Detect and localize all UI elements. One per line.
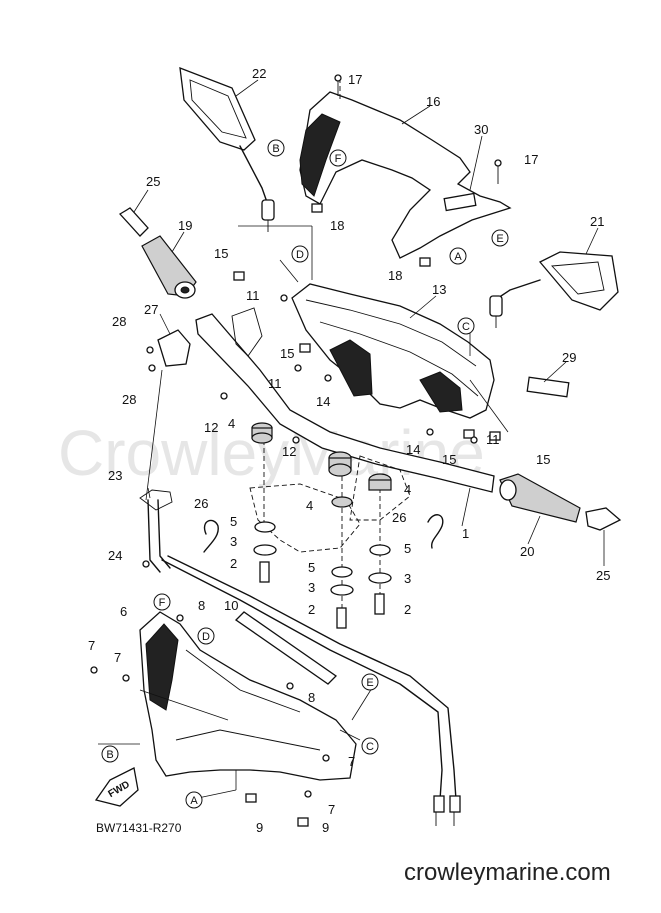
site-name: crowleymarine.com bbox=[404, 859, 611, 886]
ref-e: E bbox=[366, 677, 373, 689]
callout-29: 29 bbox=[562, 350, 576, 365]
left-grip[interactable] bbox=[118, 207, 197, 299]
callout-2: 2 bbox=[404, 602, 411, 617]
mirror-left[interactable] bbox=[179, 67, 275, 232]
reference-letters: A A B B C C D D E E F F bbox=[101, 139, 509, 809]
callout-17: 17 bbox=[524, 152, 538, 167]
callout-4: 4 bbox=[404, 482, 411, 497]
callout-8: 8 bbox=[198, 598, 205, 613]
callout-5: 5 bbox=[230, 514, 237, 529]
ref-c: C bbox=[462, 321, 470, 333]
ref-b: B bbox=[272, 143, 279, 155]
callout-5: 5 bbox=[404, 541, 411, 556]
callout-15: 15 bbox=[442, 452, 456, 467]
callout-2: 2 bbox=[308, 602, 315, 617]
callout-13: 13 bbox=[432, 282, 446, 297]
leader-lines bbox=[98, 79, 605, 799]
callout-3: 3 bbox=[404, 571, 411, 586]
callout-28: 28 bbox=[122, 392, 136, 407]
callout-7: 7 bbox=[114, 650, 121, 665]
callout-4: 4 bbox=[306, 498, 313, 513]
callout-15: 15 bbox=[536, 452, 550, 467]
callout-4: 4 bbox=[228, 416, 235, 431]
callout-24: 24 bbox=[108, 548, 122, 563]
callout-15: 15 bbox=[214, 246, 228, 261]
ref-f: F bbox=[335, 153, 342, 165]
sticker bbox=[526, 376, 570, 398]
callout-14: 14 bbox=[406, 442, 420, 457]
callout-15: 15 bbox=[280, 346, 294, 361]
callout-22: 22 bbox=[252, 66, 266, 81]
ref-e: E bbox=[496, 233, 503, 245]
ref-a: A bbox=[454, 251, 462, 263]
ref-a: A bbox=[190, 795, 198, 807]
callout-11: 11 bbox=[486, 432, 500, 447]
callout-23: 23 bbox=[108, 468, 122, 483]
callout-19: 19 bbox=[178, 218, 192, 233]
ref-b: B bbox=[106, 749, 113, 761]
callout-25: 25 bbox=[596, 568, 610, 583]
callout-20: 20 bbox=[520, 544, 534, 559]
callout-16: 16 bbox=[426, 94, 440, 109]
callout-3: 3 bbox=[230, 534, 237, 549]
callout-6: 6 bbox=[120, 604, 127, 619]
damper-stack-left[interactable] bbox=[251, 422, 277, 583]
ref-f: F bbox=[159, 597, 166, 609]
top-cover[interactable] bbox=[299, 78, 512, 259]
callout-8: 8 bbox=[308, 690, 315, 705]
front-cover[interactable] bbox=[139, 611, 357, 781]
damper-stack-right[interactable] bbox=[368, 473, 392, 615]
ref-d: D bbox=[202, 631, 210, 643]
callout-3: 3 bbox=[308, 580, 315, 595]
callout-5: 5 bbox=[308, 560, 315, 575]
callout-12: 12 bbox=[282, 444, 296, 459]
callout-1: 1 bbox=[462, 526, 469, 541]
callout-25: 25 bbox=[146, 174, 160, 189]
cable-clamp-left[interactable] bbox=[203, 519, 219, 553]
callout-11: 11 bbox=[268, 376, 282, 391]
right-grip[interactable] bbox=[499, 473, 622, 531]
cable-clamp-right[interactable] bbox=[427, 514, 444, 549]
callout-2: 2 bbox=[230, 556, 237, 571]
ref-c: C bbox=[366, 741, 374, 753]
callout-18: 18 bbox=[388, 268, 402, 283]
handlebar-bracket[interactable] bbox=[291, 283, 495, 419]
callout-7: 7 bbox=[348, 754, 355, 769]
callout-26: 26 bbox=[194, 496, 208, 511]
callout-21: 21 bbox=[590, 214, 604, 229]
mirror-right[interactable] bbox=[489, 251, 619, 328]
callouts: 1 2 2 2 3 3 3 4 4 4 5 5 5 6 7 7 7 7 8 8 … bbox=[88, 66, 610, 835]
callout-27: 27 bbox=[144, 302, 158, 317]
callout-7: 7 bbox=[88, 638, 95, 653]
throttle-cables[interactable] bbox=[139, 489, 461, 826]
ref-d: D bbox=[296, 249, 304, 261]
callout-9: 9 bbox=[322, 820, 329, 835]
callout-14: 14 bbox=[316, 394, 330, 409]
callout-18: 18 bbox=[330, 218, 344, 233]
callout-17: 17 bbox=[348, 72, 362, 87]
callout-9: 9 bbox=[256, 820, 263, 835]
fwd-arrow: FWD bbox=[94, 767, 139, 807]
diagram-code: BW71431-R270 bbox=[96, 821, 182, 835]
callout-11: 11 bbox=[246, 288, 260, 303]
callout-30: 30 bbox=[474, 122, 488, 137]
callout-28: 28 bbox=[112, 314, 126, 329]
callout-26: 26 bbox=[392, 510, 406, 525]
switch-box[interactable] bbox=[157, 307, 263, 367]
callout-7: 7 bbox=[328, 802, 335, 817]
fasteners[interactable] bbox=[90, 74, 502, 827]
damper-stack-center[interactable] bbox=[328, 451, 354, 629]
callout-12: 12 bbox=[204, 420, 218, 435]
callout-10: 10 bbox=[224, 598, 238, 613]
handlebar[interactable] bbox=[195, 313, 495, 493]
